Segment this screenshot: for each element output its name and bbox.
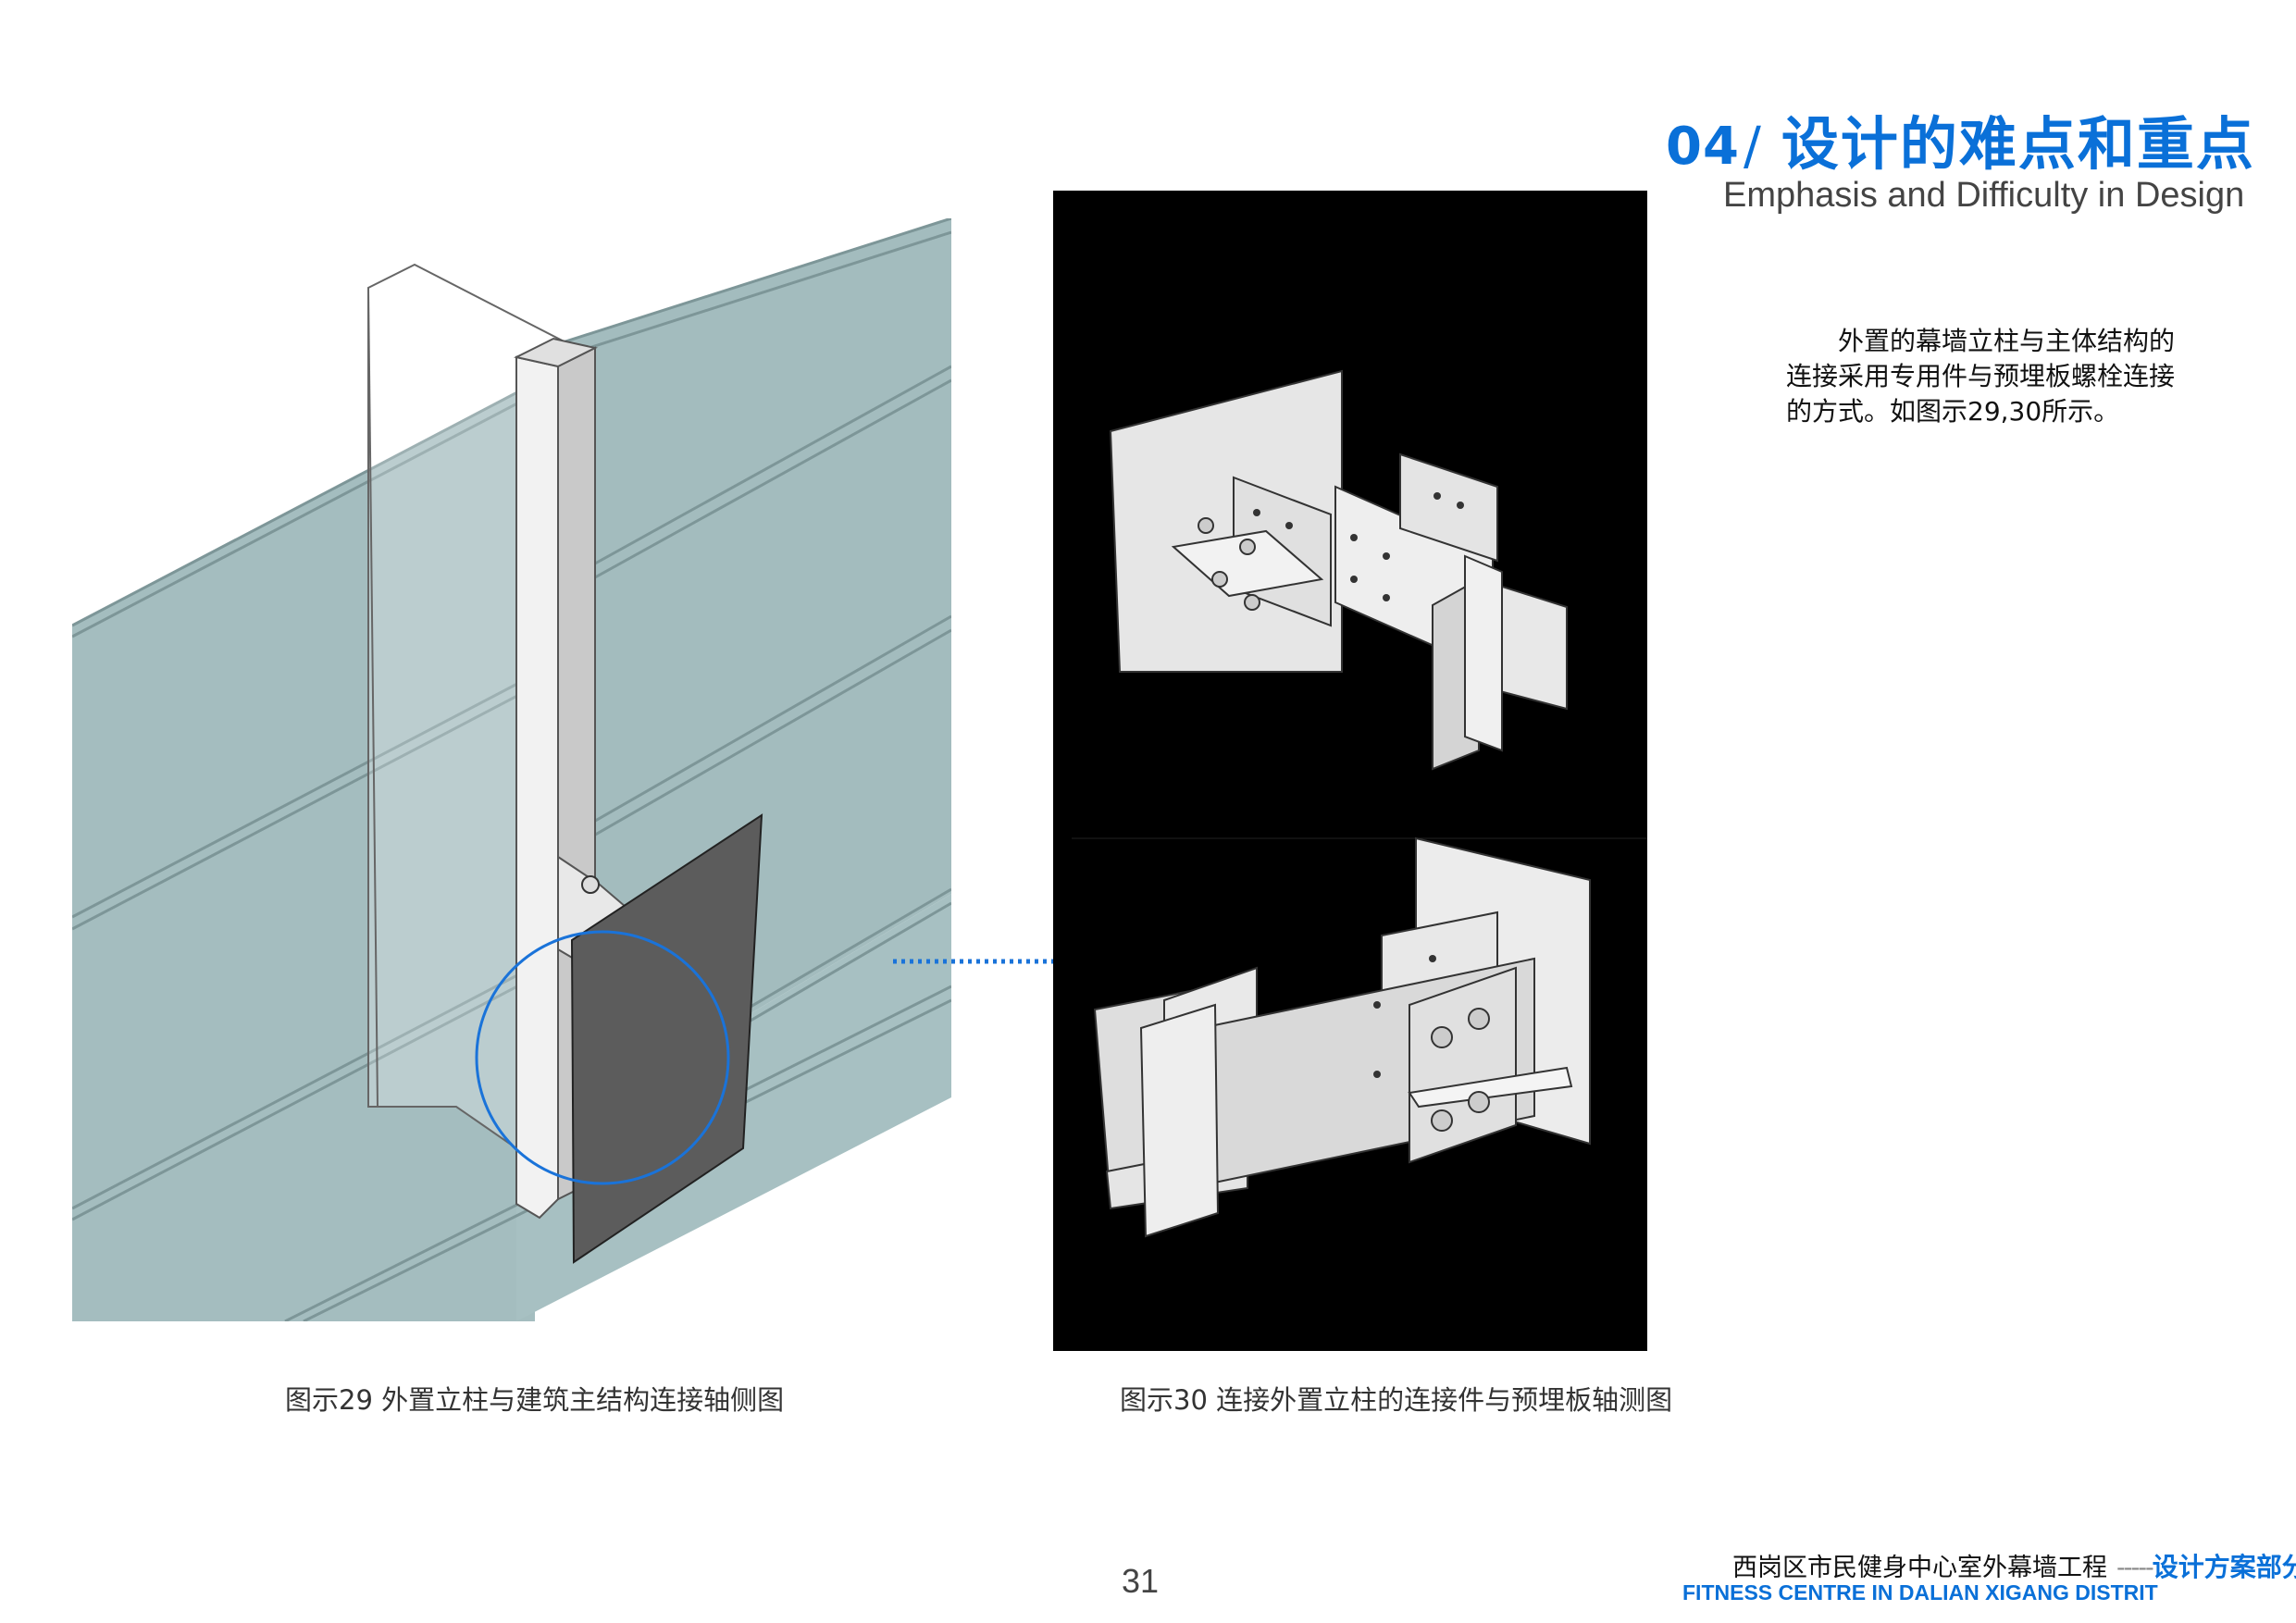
page-number: 31 <box>1122 1562 1160 1600</box>
section-title: 设计的难点和重点 <box>1781 110 2255 178</box>
mullion-front <box>515 355 559 1220</box>
figure-29-mullion-render <box>72 218 951 1321</box>
figure-30-caption: 图示30 连接外置立柱的连接件与预埋板轴测图 <box>1120 1384 1673 1416</box>
embed-plate <box>570 813 763 1264</box>
connector-bottom-holes <box>1373 955 1436 1078</box>
mullion-top <box>514 337 598 368</box>
footer-project: 西岗区市民健身中心室外幕墙工程 -----设计方案部分 <box>1732 1547 2296 1584</box>
connector-top-view <box>1109 369 1568 771</box>
footer-dash: ----- <box>2116 1554 2154 1582</box>
figure-30-connector-render <box>1053 191 1647 1351</box>
footer-project-en: FITNESS CENTRE IN DALIAN XIGANG DISTRIT <box>1682 1580 2158 1604</box>
footer-tag: 设计方案部分 <box>2152 1552 2296 1582</box>
section-subtitle: Emphasis and Difficulty in Design <box>1723 176 2245 215</box>
section-slash: / <box>1743 117 1761 177</box>
footer-project-name: 西岗区市民健身中心室外幕墙工程 <box>1732 1554 2107 1582</box>
connector-top-bolts <box>1198 517 1260 611</box>
glass-panel-left <box>72 383 535 1321</box>
detail-highlight-circle <box>475 930 730 1185</box>
connector-bottom-bolts <box>1431 1008 1490 1132</box>
section-number: 04 <box>1666 117 1740 177</box>
section-heading: 04/ 设计的难点和重点 <box>1666 97 2255 180</box>
description-paragraph: 外置的幕墙立柱与主体结构的连接采用专用件与预埋板螺栓连接的方式。如图示29,30… <box>1786 326 2176 427</box>
bolt <box>581 875 600 894</box>
connector-bottom-view <box>1093 836 1591 1238</box>
connector-top-holes <box>1253 492 1464 601</box>
figure-29-caption: 图示29 外置立柱与建筑主结构连接轴侧图 <box>285 1384 785 1416</box>
